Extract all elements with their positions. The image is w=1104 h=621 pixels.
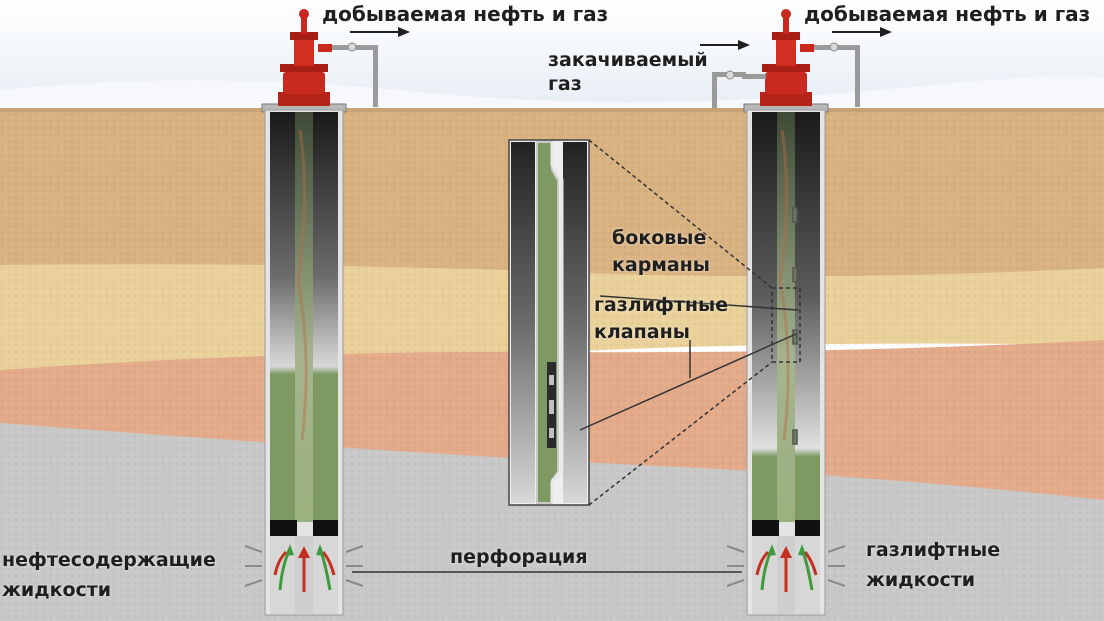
- gas-lift-valve-icon: [547, 362, 556, 448]
- oil-fluids-label-line1: нефтесодержащие: [2, 549, 216, 571]
- gas-lift-valves-label-line1: газлифтные: [594, 294, 729, 316]
- side-pockets-label-line1: боковые: [612, 227, 707, 249]
- produced-oil-gas-label-right: добываемая нефть и газ: [804, 2, 1091, 26]
- gas-lift-fluids-label-line2: жидкости: [866, 569, 976, 591]
- right-wellhead: [712, 9, 860, 108]
- injected-gas-label-line1: закачиваемый: [548, 49, 708, 71]
- left-well: [244, 9, 410, 616]
- injected-gas-label-line2: газ: [548, 73, 582, 95]
- zoom-region-marker: [771, 287, 801, 363]
- oil-fluids-label-line2: жидкости: [2, 579, 112, 601]
- zoom-inset: [508, 139, 590, 506]
- perforation-label: перфорация: [450, 546, 588, 568]
- gas-lift-fluids-label-line1: газлифтные: [866, 539, 1001, 561]
- side-pockets-label-line2: карманы: [612, 254, 710, 276]
- left-wellhead: [278, 9, 378, 107]
- gas-lift-valves-label-line2: клапаны: [594, 321, 690, 343]
- produced-oil-gas-label-left: добываемая нефть и газ: [322, 2, 609, 26]
